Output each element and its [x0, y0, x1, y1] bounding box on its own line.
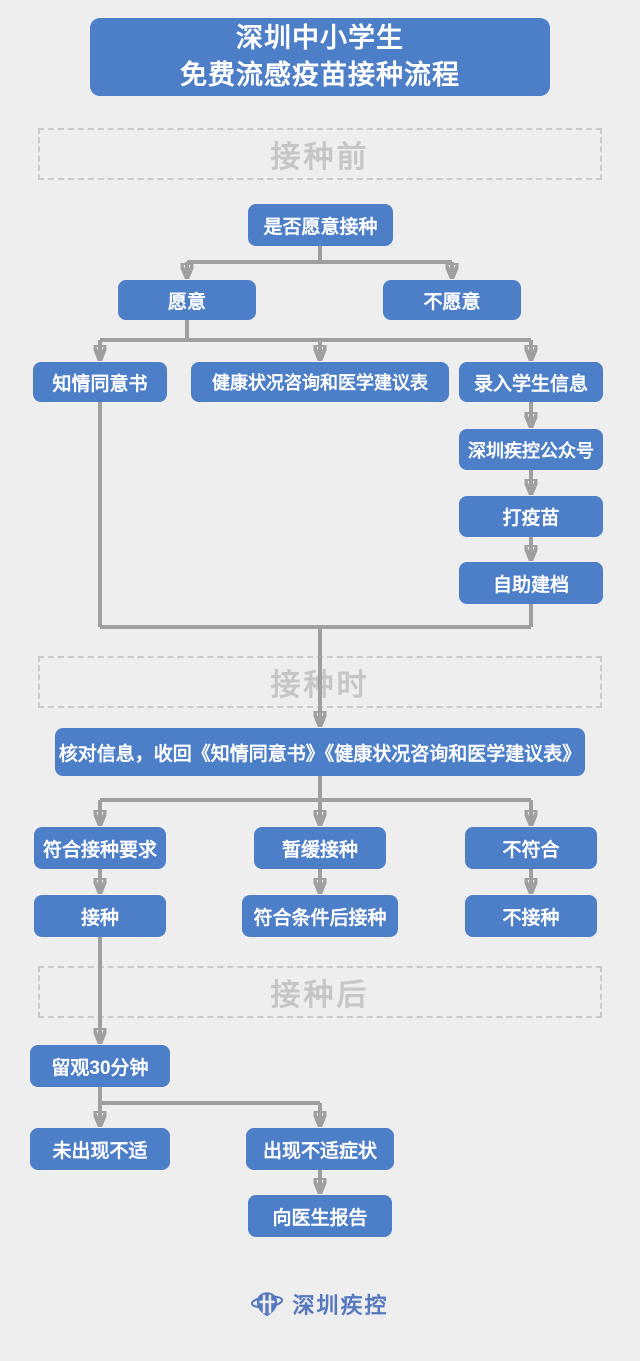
node-self-archive: 自助建档: [459, 562, 603, 604]
node-cdc-wechat-account: 深圳疾控公众号: [459, 429, 603, 470]
node-unwilling: 不愿意: [383, 280, 521, 320]
node-discomfort-symptoms: 出现不适症状: [246, 1128, 394, 1170]
node-verify-info: 核对信息，收回《知情同意书》《健康状况咨询和医学建议表》: [55, 728, 585, 776]
node-report-to-doctor: 向医生报告: [248, 1195, 392, 1237]
node-vaccinate: 接种: [34, 895, 166, 937]
footer-brand-text: 深圳疾控: [292, 1293, 389, 1318]
title-line-2: 免费流感疫苗接种流程: [180, 60, 460, 90]
section-after-vaccination: 接种后: [38, 966, 602, 1018]
section-after-label: 接种后: [270, 979, 370, 1012]
node-health-form: 健康状况咨询和医学建议表: [191, 362, 449, 402]
flowchart-title: 深圳中小学生 免费流感疫苗接种流程: [90, 18, 550, 96]
section-before-label: 接种前: [270, 141, 370, 174]
node-consent-form: 知情同意书: [33, 362, 167, 402]
shenzhen-cdc-logo-icon: [251, 1292, 284, 1317]
node-meets-requirements: 符合接种要求: [34, 827, 166, 869]
node-no-vaccination: 不接种: [465, 895, 597, 937]
node-enter-student-info: 录入学生信息: [459, 362, 603, 402]
section-before-vaccination: 接种前: [38, 128, 602, 180]
title-line-1: 深圳中小学生: [236, 23, 404, 53]
node-get-vaccine: 打疫苗: [459, 496, 603, 537]
node-willing: 愿意: [118, 280, 256, 320]
node-postpone: 暂缓接种: [254, 827, 386, 869]
footer-brand: 深圳疾控: [0, 1284, 640, 1324]
node-observe-30-min: 留观30分钟: [30, 1045, 170, 1087]
node-willing-question: 是否愿意接种: [248, 204, 393, 246]
node-not-qualified: 不符合: [465, 827, 597, 869]
node-no-discomfort: 未出现不适: [30, 1128, 170, 1170]
node-vaccinate-when-qualified: 符合条件后接种: [242, 895, 398, 937]
